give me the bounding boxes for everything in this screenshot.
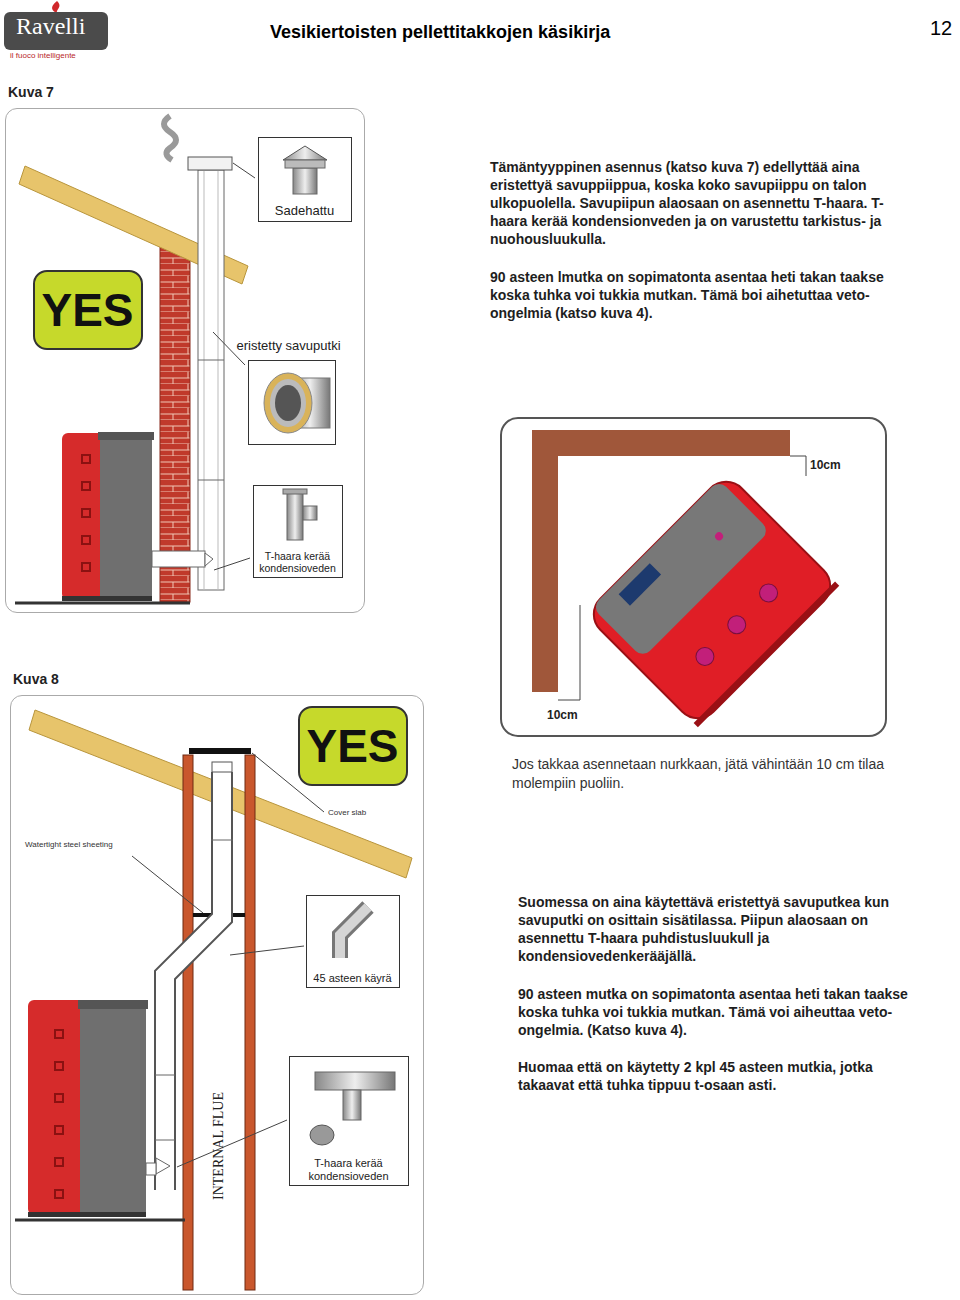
body-text: Suomessa on aina käytettävä eristettyä s… bbox=[518, 893, 913, 965]
corner-plan-frame: 10cm 10cm bbox=[500, 417, 887, 737]
box-text: 45 asteen käyrä bbox=[309, 972, 397, 985]
part-label: INTERNAL FLUE bbox=[211, 1092, 227, 1200]
label-wrap: Watertight steel sheeting bbox=[25, 840, 113, 849]
title-wrap: Vesikiertoisten pellettitakkojen käsikir… bbox=[270, 22, 610, 43]
body-text: Huomaa että on käytetty 2 kpl 45 asteen … bbox=[518, 1058, 913, 1094]
logo-slogan: il fuoco intelligente bbox=[10, 51, 76, 60]
body-text: 90 asteen lmutka on sopimatonta asentaa … bbox=[490, 268, 890, 322]
page-number: 12 bbox=[930, 17, 952, 40]
box-text: T-haara kerää kondensioveden bbox=[256, 550, 340, 574]
figure-heading: Kuva 8 bbox=[13, 671, 425, 687]
label-wrap: Suomessa on aina käytettävä eristettyä s… bbox=[518, 893, 913, 965]
box-text: 10cm bbox=[810, 457, 854, 473]
yes-badge: YES bbox=[298, 706, 408, 786]
label-wrap: INTERNAL FLUE bbox=[211, 1092, 227, 1200]
label-wrap: Tämäntyyppinen asennus (katso kuva 7) ed… bbox=[490, 158, 890, 248]
box-text: eristetty savuputki bbox=[237, 338, 341, 353]
part-label: Watertight steel sheeting bbox=[25, 840, 113, 849]
part-photo-box: eristetty savuputki bbox=[248, 360, 336, 445]
box-text: 10cm bbox=[547, 707, 591, 723]
part-photo-box: T-haara kerää kondensioveden bbox=[289, 1056, 409, 1186]
figure-heading: Kuva 7 bbox=[8, 84, 366, 100]
label-wrap: Cover slab bbox=[328, 808, 366, 817]
page-title: Vesikiertoisten pellettitakkojen käsikir… bbox=[270, 22, 610, 43]
label-wrap: 90 asteen mutka on sopimatonta asentaa h… bbox=[518, 985, 913, 1039]
box-text: Sadehattu bbox=[261, 204, 349, 219]
body-text: 90 asteen mutka on sopimatonta asentaa h… bbox=[518, 985, 913, 1039]
part-photo-box: T-haara kerää kondensioveden bbox=[253, 485, 343, 578]
figure-frame: Kuva 8YES45 asteen käyräT-haara kerää ko… bbox=[10, 695, 424, 1295]
label-wrap: Jos takkaa asennetaan nurkkaan, jätä väh… bbox=[512, 755, 892, 793]
yes-badge: YES bbox=[33, 270, 143, 350]
box-text: T-haara kerää kondensioveden bbox=[292, 1157, 406, 1182]
body-text: Tämäntyyppinen asennus (katso kuva 7) ed… bbox=[490, 158, 890, 248]
logo-text: Ravelli bbox=[16, 13, 85, 40]
part-photo-box: 45 asteen käyrä bbox=[306, 895, 400, 988]
box-text: YES bbox=[306, 719, 398, 773]
figure-frame: Kuva 7YESSadehattueristetty savuputkiT-h… bbox=[5, 108, 365, 613]
label-wrap: 12 bbox=[930, 17, 952, 40]
part-label: Cover slab bbox=[328, 808, 366, 817]
part-photo-box: Sadehattu bbox=[258, 137, 352, 222]
body-text: Jos takkaa asennetaan nurkkaan, jätä väh… bbox=[512, 755, 892, 793]
label-wrap: 90 asteen lmutka on sopimatonta asentaa … bbox=[490, 268, 890, 322]
label-wrap: Ravelli bbox=[16, 13, 85, 40]
box-text: YES bbox=[41, 283, 133, 337]
label-wrap: il fuoco intelligente bbox=[10, 51, 76, 60]
label-wrap: Huomaa että on käytetty 2 kpl 45 asteen … bbox=[518, 1058, 913, 1094]
